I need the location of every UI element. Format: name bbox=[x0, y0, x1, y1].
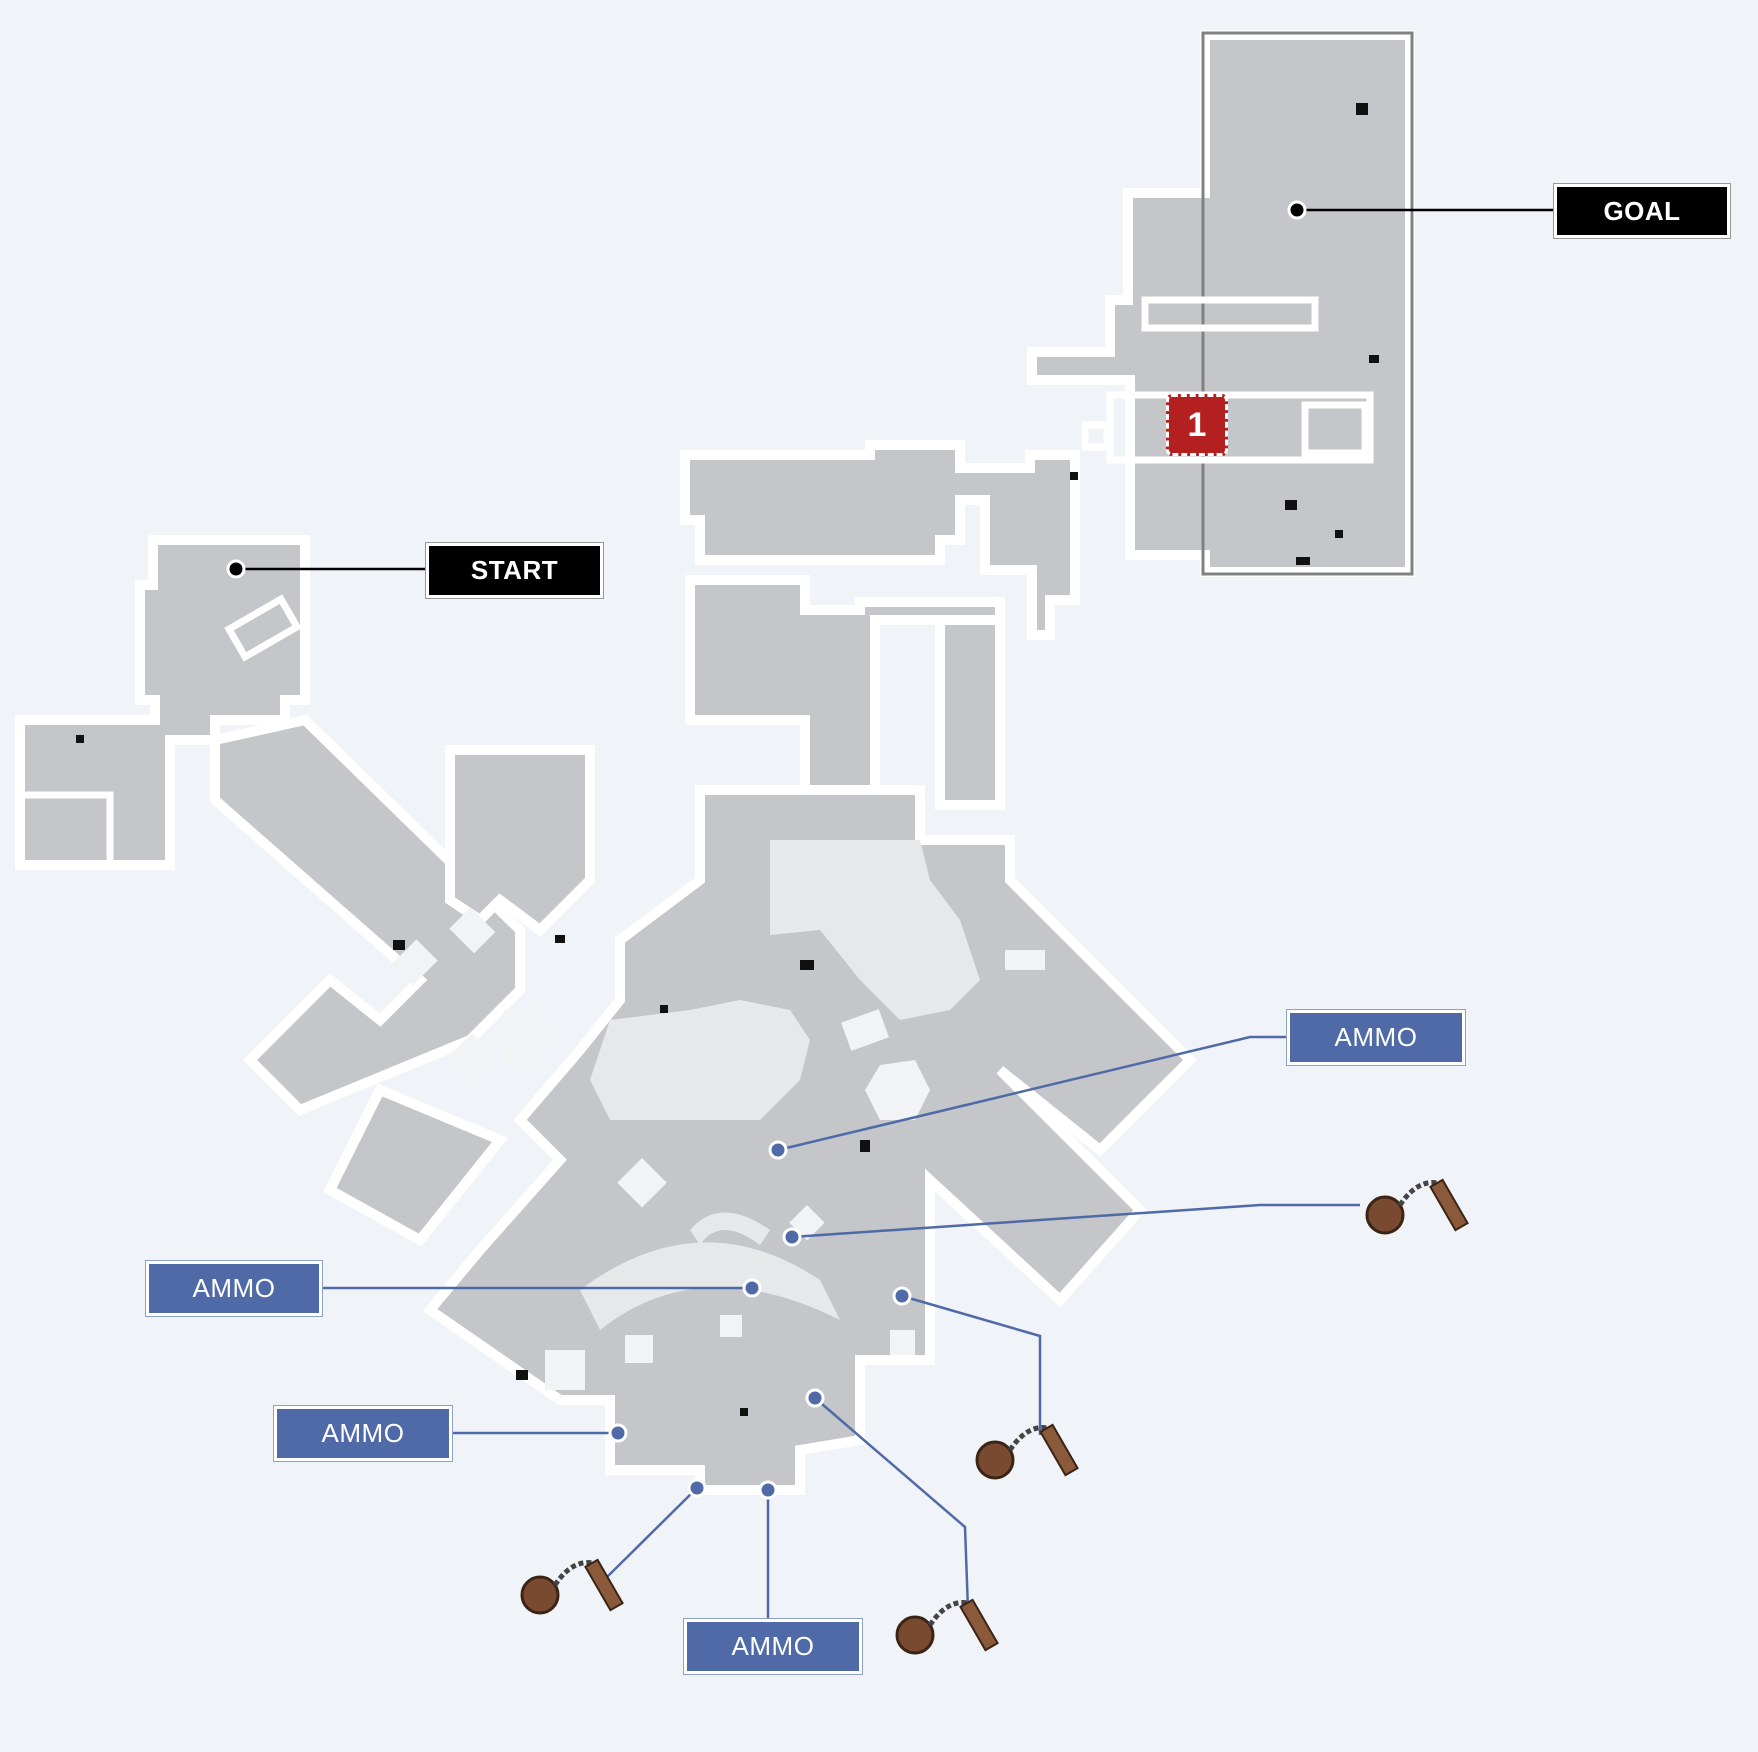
start-label: START bbox=[426, 543, 603, 598]
floor-debris bbox=[76, 103, 1379, 1416]
goal-point bbox=[1287, 200, 1307, 220]
ammo-label: AMMO bbox=[274, 1406, 452, 1461]
start-room bbox=[15, 535, 310, 870]
pillars bbox=[391, 907, 1045, 1390]
ammo-point bbox=[768, 1140, 788, 1160]
weapon-point bbox=[892, 1286, 912, 1306]
ammo-point bbox=[742, 1278, 762, 1298]
mace-weapon-icon bbox=[895, 1598, 999, 1655]
weapon-point bbox=[782, 1227, 802, 1247]
start-point bbox=[226, 559, 246, 579]
ammo-label: AMMO bbox=[1287, 1010, 1465, 1065]
ammo-label: AMMO bbox=[684, 1619, 862, 1674]
west-diagonal bbox=[210, 714, 595, 1247]
ammo-label: AMMO bbox=[146, 1261, 322, 1316]
goal-label: GOAL bbox=[1554, 184, 1730, 238]
weapon-point bbox=[805, 1388, 825, 1408]
goal-building bbox=[1027, 30, 1415, 577]
mace-weapon-icon bbox=[1365, 1178, 1469, 1235]
central-plaza bbox=[422, 785, 1198, 1495]
upper-corridor bbox=[680, 440, 1080, 815]
ammo-point bbox=[758, 1480, 778, 1500]
mace-weapon-icon bbox=[975, 1423, 1079, 1480]
numbered-marker: 1 bbox=[1166, 394, 1228, 456]
leader-dots bbox=[226, 200, 1307, 1500]
mace-weapon-icon bbox=[520, 1558, 624, 1615]
leader-lines bbox=[236, 208, 1558, 1623]
ammo-point bbox=[608, 1423, 628, 1443]
weapon-point bbox=[687, 1478, 707, 1498]
